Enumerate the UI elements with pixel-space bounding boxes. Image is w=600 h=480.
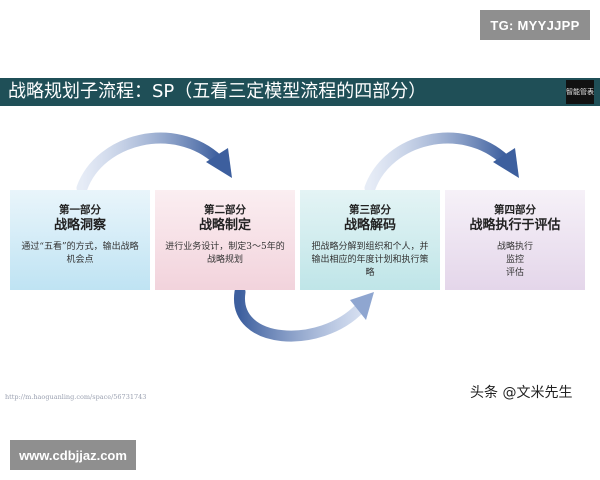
card-part-label: 第四部分	[494, 204, 536, 216]
card-strategy-decoding: 第三部分 战略解码 把战略分解到组织和个人，并输出相应的年度计划和执行策略	[300, 190, 440, 290]
card-name: 战略执行于评估	[469, 218, 561, 233]
source-url: http://m.haoguanling.com/space/56731743	[5, 393, 147, 401]
card-part-label: 第二部分	[204, 204, 246, 216]
brand-logo: 智能管表	[566, 80, 594, 104]
card-strategy-execution: 第四部分 战略执行于评估 战略执行 监控 评估	[445, 190, 585, 290]
card-part-label: 第一部分	[59, 204, 101, 216]
card-description: 通过“五看”的方式，输出战略机会点	[21, 242, 139, 265]
card-description: 进行业务设计，制定3～5年的战略规划	[165, 242, 285, 265]
card-strategic-insight: 第一部分 战略洞察 通过“五看”的方式，输出战略机会点	[10, 190, 150, 290]
arrow-3-to-4	[364, 132, 519, 194]
card-name: 战略洞察	[53, 218, 106, 233]
arrow-2-to-3	[234, 286, 374, 342]
card-description: 战略执行 监控 评估	[496, 242, 533, 278]
logo-text: 智能管表	[566, 87, 594, 96]
card-part-label: 第三部分	[349, 204, 391, 216]
card-name: 战略制定	[198, 218, 251, 233]
card-description: 把战略分解到组织和个人，并输出相应的年度计划和执行策略	[311, 242, 429, 278]
tg-badge: TG: MYYJJPP	[480, 10, 590, 40]
page-title: 战略规划子流程：SP（五看三定模型流程的四部分）	[8, 81, 427, 102]
card-name: 战略解码	[343, 218, 396, 233]
title-bar: 战略规划子流程：SP（五看三定模型流程的四部分） 智能管表	[0, 78, 600, 106]
card-strategy-formulation: 第二部分 战略制定 进行业务设计，制定3～5年的战略规划	[155, 190, 295, 290]
author-watermark: 头条 @文米先生	[470, 385, 573, 401]
site-badge: www.cdbjjaz.com	[10, 440, 136, 470]
arrow-1-to-2	[76, 132, 232, 194]
